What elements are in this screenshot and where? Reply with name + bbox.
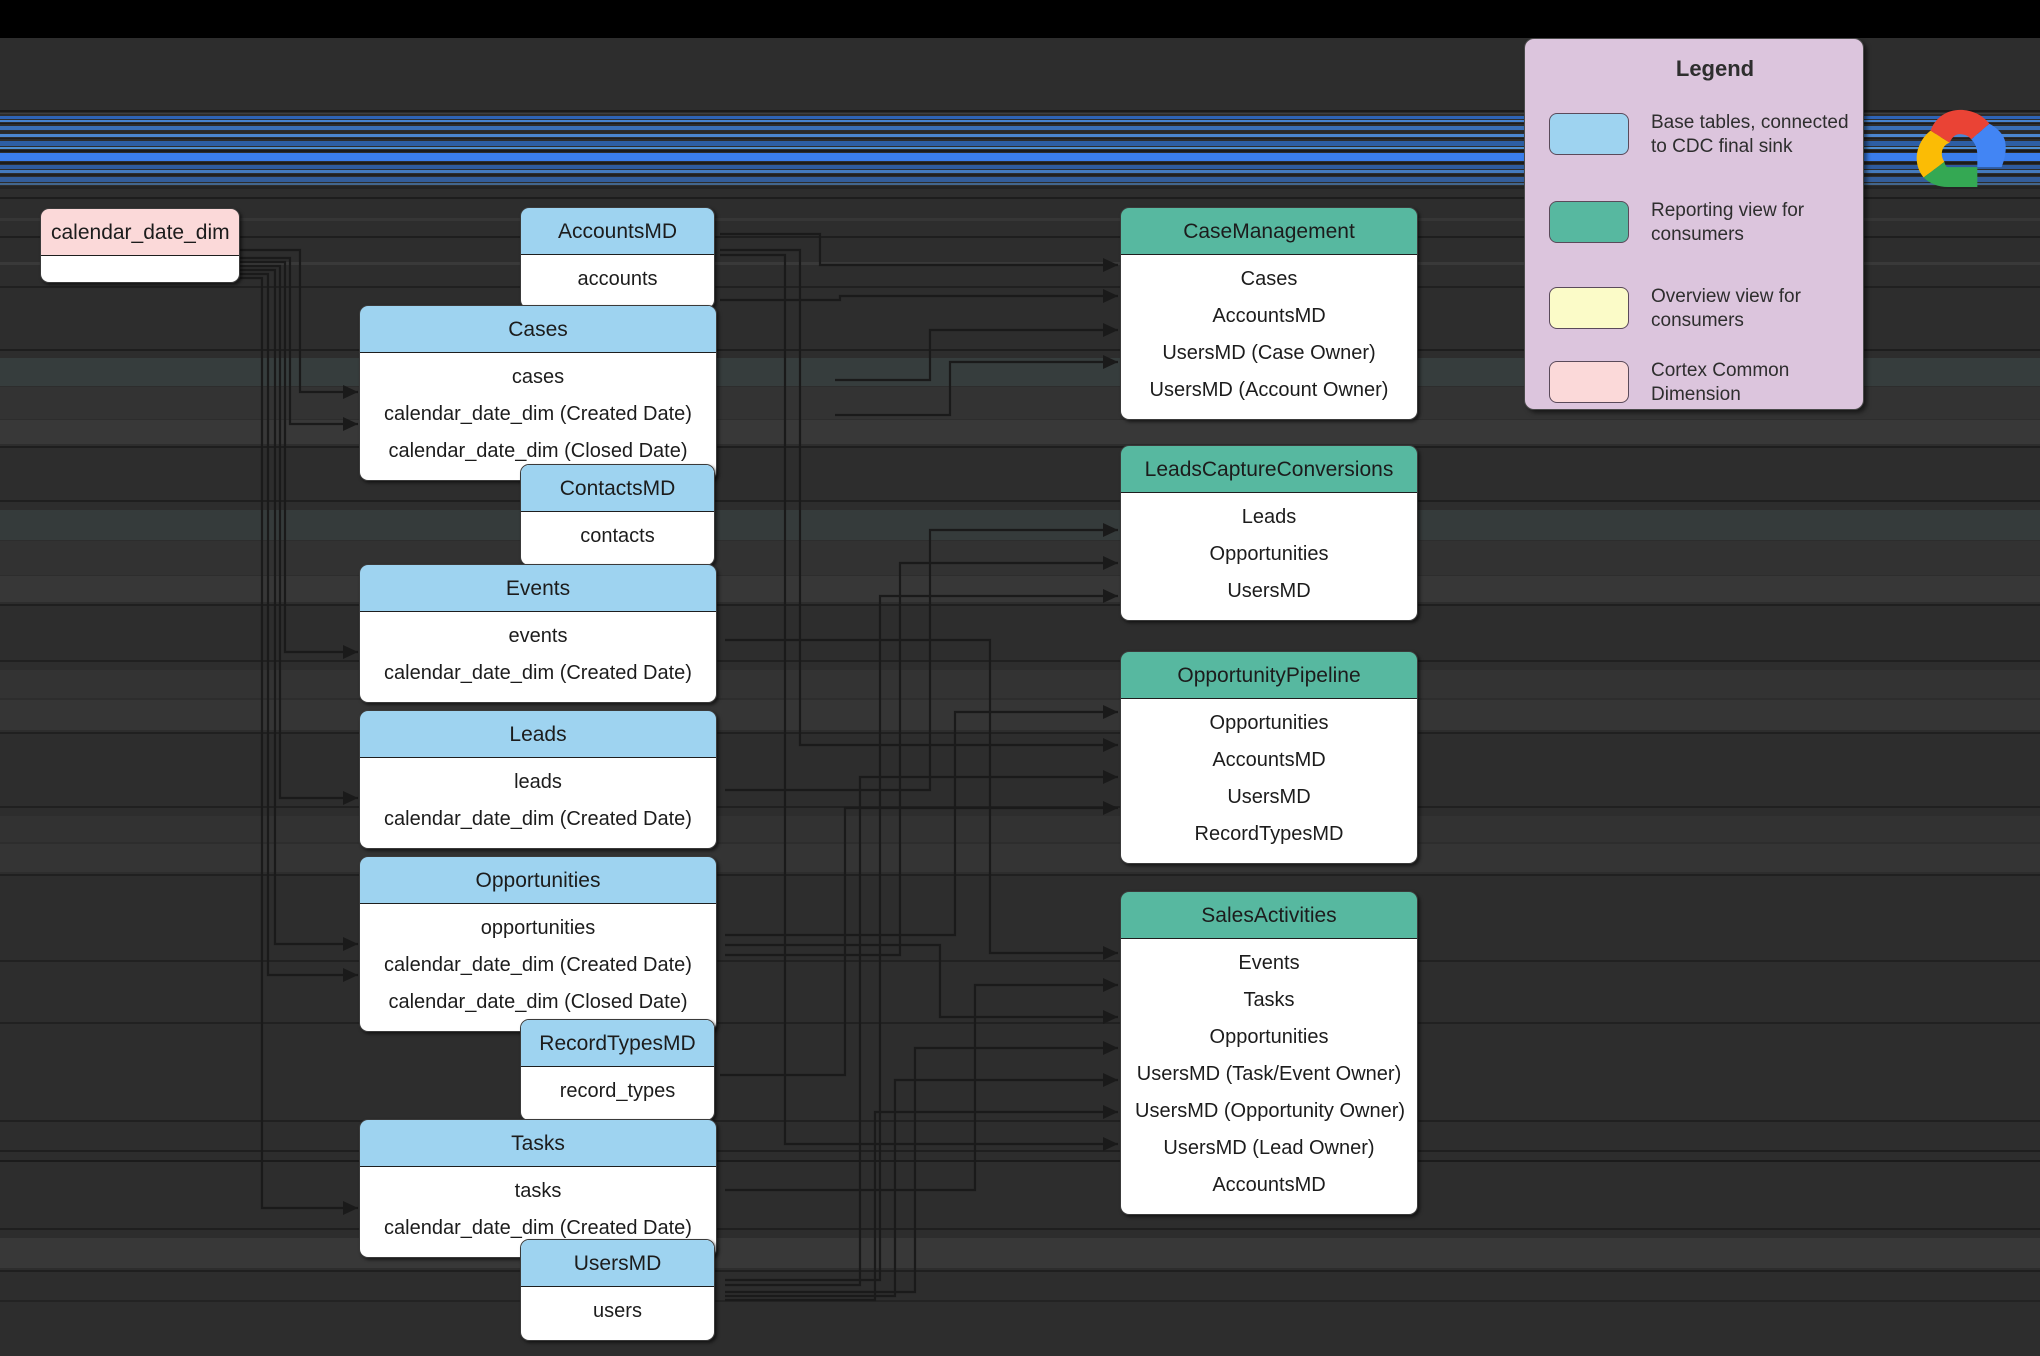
node-body: opportunities calendar_date_dim (Created … <box>360 904 716 1031</box>
node-body: record_types <box>521 1067 714 1120</box>
node-accounts-md[interactable]: AccountsMD accounts <box>520 207 715 309</box>
node-row: Events <box>1238 952 1300 974</box>
legend-item: Overview view for consumers <box>1549 285 1856 333</box>
node-row: tasks <box>514 1180 562 1202</box>
node-title: LeadsCaptureConversions <box>1121 446 1417 493</box>
node-row: Opportunities <box>1209 543 1329 565</box>
node-tasks[interactable]: Tasks tasks calendar_date_dim (Created Da… <box>359 1119 717 1258</box>
node-row: opportunities <box>480 917 596 939</box>
node-calendar-date-dim[interactable]: calendar_date_dim <box>40 208 240 283</box>
node-body: events calendar_date_dim (Created Date) <box>360 612 716 702</box>
node-row: users <box>593 1300 642 1322</box>
node-row: calendar_date_dim (Closed Date) <box>388 991 688 1013</box>
node-row: UsersMD <box>1227 580 1311 602</box>
node-body <box>41 256 239 282</box>
node-opportunities[interactable]: Opportunities opportunities calendar_date… <box>359 856 717 1032</box>
node-row: Opportunities <box>1209 712 1329 734</box>
top-black-band <box>0 0 2040 38</box>
node-users-md[interactable]: UsersMD users <box>520 1239 715 1341</box>
node-title: RecordTypesMD <box>521 1020 714 1067</box>
node-row: AccountsMD <box>1212 1174 1326 1196</box>
legend-panel: Legend Base tables, connected to CDC fin… <box>1524 38 1864 410</box>
node-title: Opportunities <box>360 857 716 904</box>
node-record-types-md[interactable]: RecordTypesMD record_types <box>520 1019 715 1121</box>
node-body: users <box>521 1287 714 1340</box>
node-leads[interactable]: Leads leads calendar_date_dim (Created Da… <box>359 710 717 849</box>
node-events[interactable]: Events events calendar_date_dim (Created … <box>359 564 717 703</box>
node-title: SalesActivities <box>1121 892 1417 939</box>
node-row: accounts <box>577 268 658 290</box>
node-row: calendar_date_dim (Created Date) <box>384 1217 692 1239</box>
node-row: calendar_date_dim (Created Date) <box>384 662 692 684</box>
node-contacts-md[interactable]: ContactsMD contacts <box>520 464 715 566</box>
node-row: contacts <box>580 525 655 547</box>
node-row: UsersMD (Case Owner) <box>1162 342 1376 364</box>
node-row: RecordTypesMD <box>1194 823 1344 845</box>
node-body: accounts <box>521 255 714 308</box>
node-row: UsersMD (Task/Event Owner) <box>1136 1063 1402 1085</box>
legend-label: Cortex Common Dimension <box>1651 360 1790 405</box>
node-title: Cases <box>360 306 716 353</box>
node-row: calendar_date_dim (Created Date) <box>384 403 692 425</box>
node-title: OpportunityPipeline <box>1121 652 1417 699</box>
legend-label: Base tables, connected to CDC final sink <box>1651 112 1849 157</box>
node-row: Leads <box>1241 506 1297 528</box>
legend-swatch <box>1549 113 1629 155</box>
node-body: leads calendar_date_dim (Created Date) <box>360 758 716 848</box>
node-row: events <box>508 625 568 647</box>
node-body: contacts <box>521 512 714 565</box>
legend-label: Overview view for consumers <box>1651 286 1801 331</box>
legend-title: Legend <box>1675 56 1755 81</box>
node-row: record_types <box>559 1080 676 1102</box>
node-title: Tasks <box>360 1120 716 1167</box>
node-cases[interactable]: Cases cases calendar_date_dim (Created Da… <box>359 305 717 481</box>
node-row: Tasks <box>1243 989 1295 1011</box>
legend-label: Reporting view for consumers <box>1651 200 1805 245</box>
node-row: leads <box>514 771 562 793</box>
node-title: UsersMD <box>521 1240 714 1287</box>
node-row: UsersMD <box>1227 786 1311 808</box>
node-title: AccountsMD <box>521 208 714 255</box>
legend-item: Reporting view for consumers <box>1549 199 1856 247</box>
node-body: cases calendar_date_dim (Created Date) cal… <box>360 353 716 480</box>
legend-item: Cortex Common Dimension <box>1549 359 1856 407</box>
node-title: Events <box>360 565 716 612</box>
node-row: cases <box>511 366 565 388</box>
node-row: UsersMD (Account Owner) <box>1149 379 1389 401</box>
node-row: AccountsMD <box>1212 305 1326 327</box>
legend-swatch <box>1549 287 1629 329</box>
node-title: calendar_date_dim <box>41 209 239 256</box>
node-row: Cases <box>1240 268 1298 290</box>
node-title: Leads <box>360 711 716 758</box>
node-row: calendar_date_dim (Created Date) <box>384 954 692 976</box>
legend-swatch <box>1549 361 1629 403</box>
node-row: Opportunities <box>1209 1026 1329 1048</box>
legend-swatch <box>1549 201 1629 243</box>
node-row: calendar_date_dim (Closed Date) <box>388 440 688 462</box>
node-title: ContactsMD <box>521 465 714 512</box>
node-row: AccountsMD <box>1212 749 1326 771</box>
node-title: CaseManagement <box>1121 208 1417 255</box>
legend-item: Base tables, connected to CDC final sink <box>1549 111 1856 159</box>
node-row: UsersMD (Lead Owner) <box>1163 1137 1375 1159</box>
google-cloud-logo <box>1916 109 2006 187</box>
node-row: calendar_date_dim (Created Date) <box>384 808 692 830</box>
node-row: UsersMD (Opportunity Owner) <box>1135 1100 1406 1122</box>
